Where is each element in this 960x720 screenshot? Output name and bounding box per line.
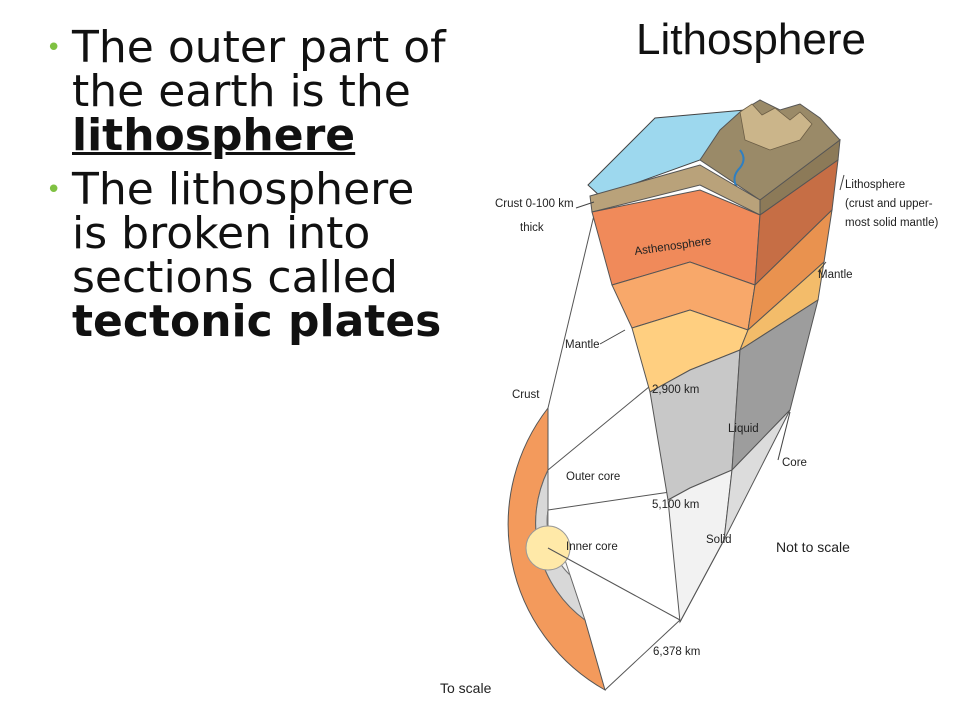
depth-5100-label: 5,100 km bbox=[652, 499, 699, 511]
lithosphere-note-label-2: (crust and upper- bbox=[845, 198, 933, 210]
bullet-text: The outer part of the earth is the bbox=[72, 22, 446, 117]
bullet-keyword: tectonic plates bbox=[72, 296, 442, 347]
outer-core-label: Outer core bbox=[566, 471, 620, 483]
earth-wedge bbox=[587, 99, 841, 624]
to-scale-earth-section bbox=[507, 406, 606, 692]
bullet-dot-icon: • bbox=[46, 33, 62, 63]
earth-structure-diagram: Crust 0-100 km thick Lithosphere (crust … bbox=[440, 99, 938, 696]
bullet-item: • The lithosphere is broken into section… bbox=[46, 168, 446, 344]
mantle-right-label: Mantle bbox=[818, 269, 853, 281]
inner-core-label: Inner core bbox=[566, 541, 618, 553]
label-pointers bbox=[575, 174, 845, 461]
bullet-item: • The outer part of the earth is the lit… bbox=[46, 26, 446, 158]
bullet-text: The lithosphere is broken into sections … bbox=[72, 164, 415, 303]
bullet-dot-icon: • bbox=[46, 175, 62, 205]
river-line bbox=[733, 149, 745, 193]
connector-lines bbox=[547, 189, 681, 691]
crust-thickness-label-2: thick bbox=[520, 222, 544, 234]
core-label: Core bbox=[782, 457, 807, 469]
depth-6378-label: 6,378 km bbox=[653, 646, 700, 658]
to-scale-label: To scale bbox=[440, 680, 492, 696]
bullet-keyword: lithosphere bbox=[72, 110, 356, 161]
lithosphere-note-label-3: most solid mantle) bbox=[845, 217, 938, 229]
lithosphere-note-label: Lithosphere bbox=[845, 179, 905, 191]
bullet-list: • The outer part of the earth is the lit… bbox=[46, 26, 446, 354]
depth-2900-label: 2,900 km bbox=[652, 384, 699, 396]
mantle-left-label: Mantle bbox=[565, 339, 600, 351]
solid-label: Solid bbox=[706, 534, 732, 546]
not-to-scale-label: Not to scale bbox=[776, 539, 850, 555]
crust-label: Crust bbox=[512, 389, 540, 401]
crust-thickness-label: Crust 0-100 km bbox=[495, 198, 574, 210]
slide-title: Lithosphere bbox=[636, 15, 866, 64]
liquid-label: Liquid bbox=[728, 423, 759, 435]
